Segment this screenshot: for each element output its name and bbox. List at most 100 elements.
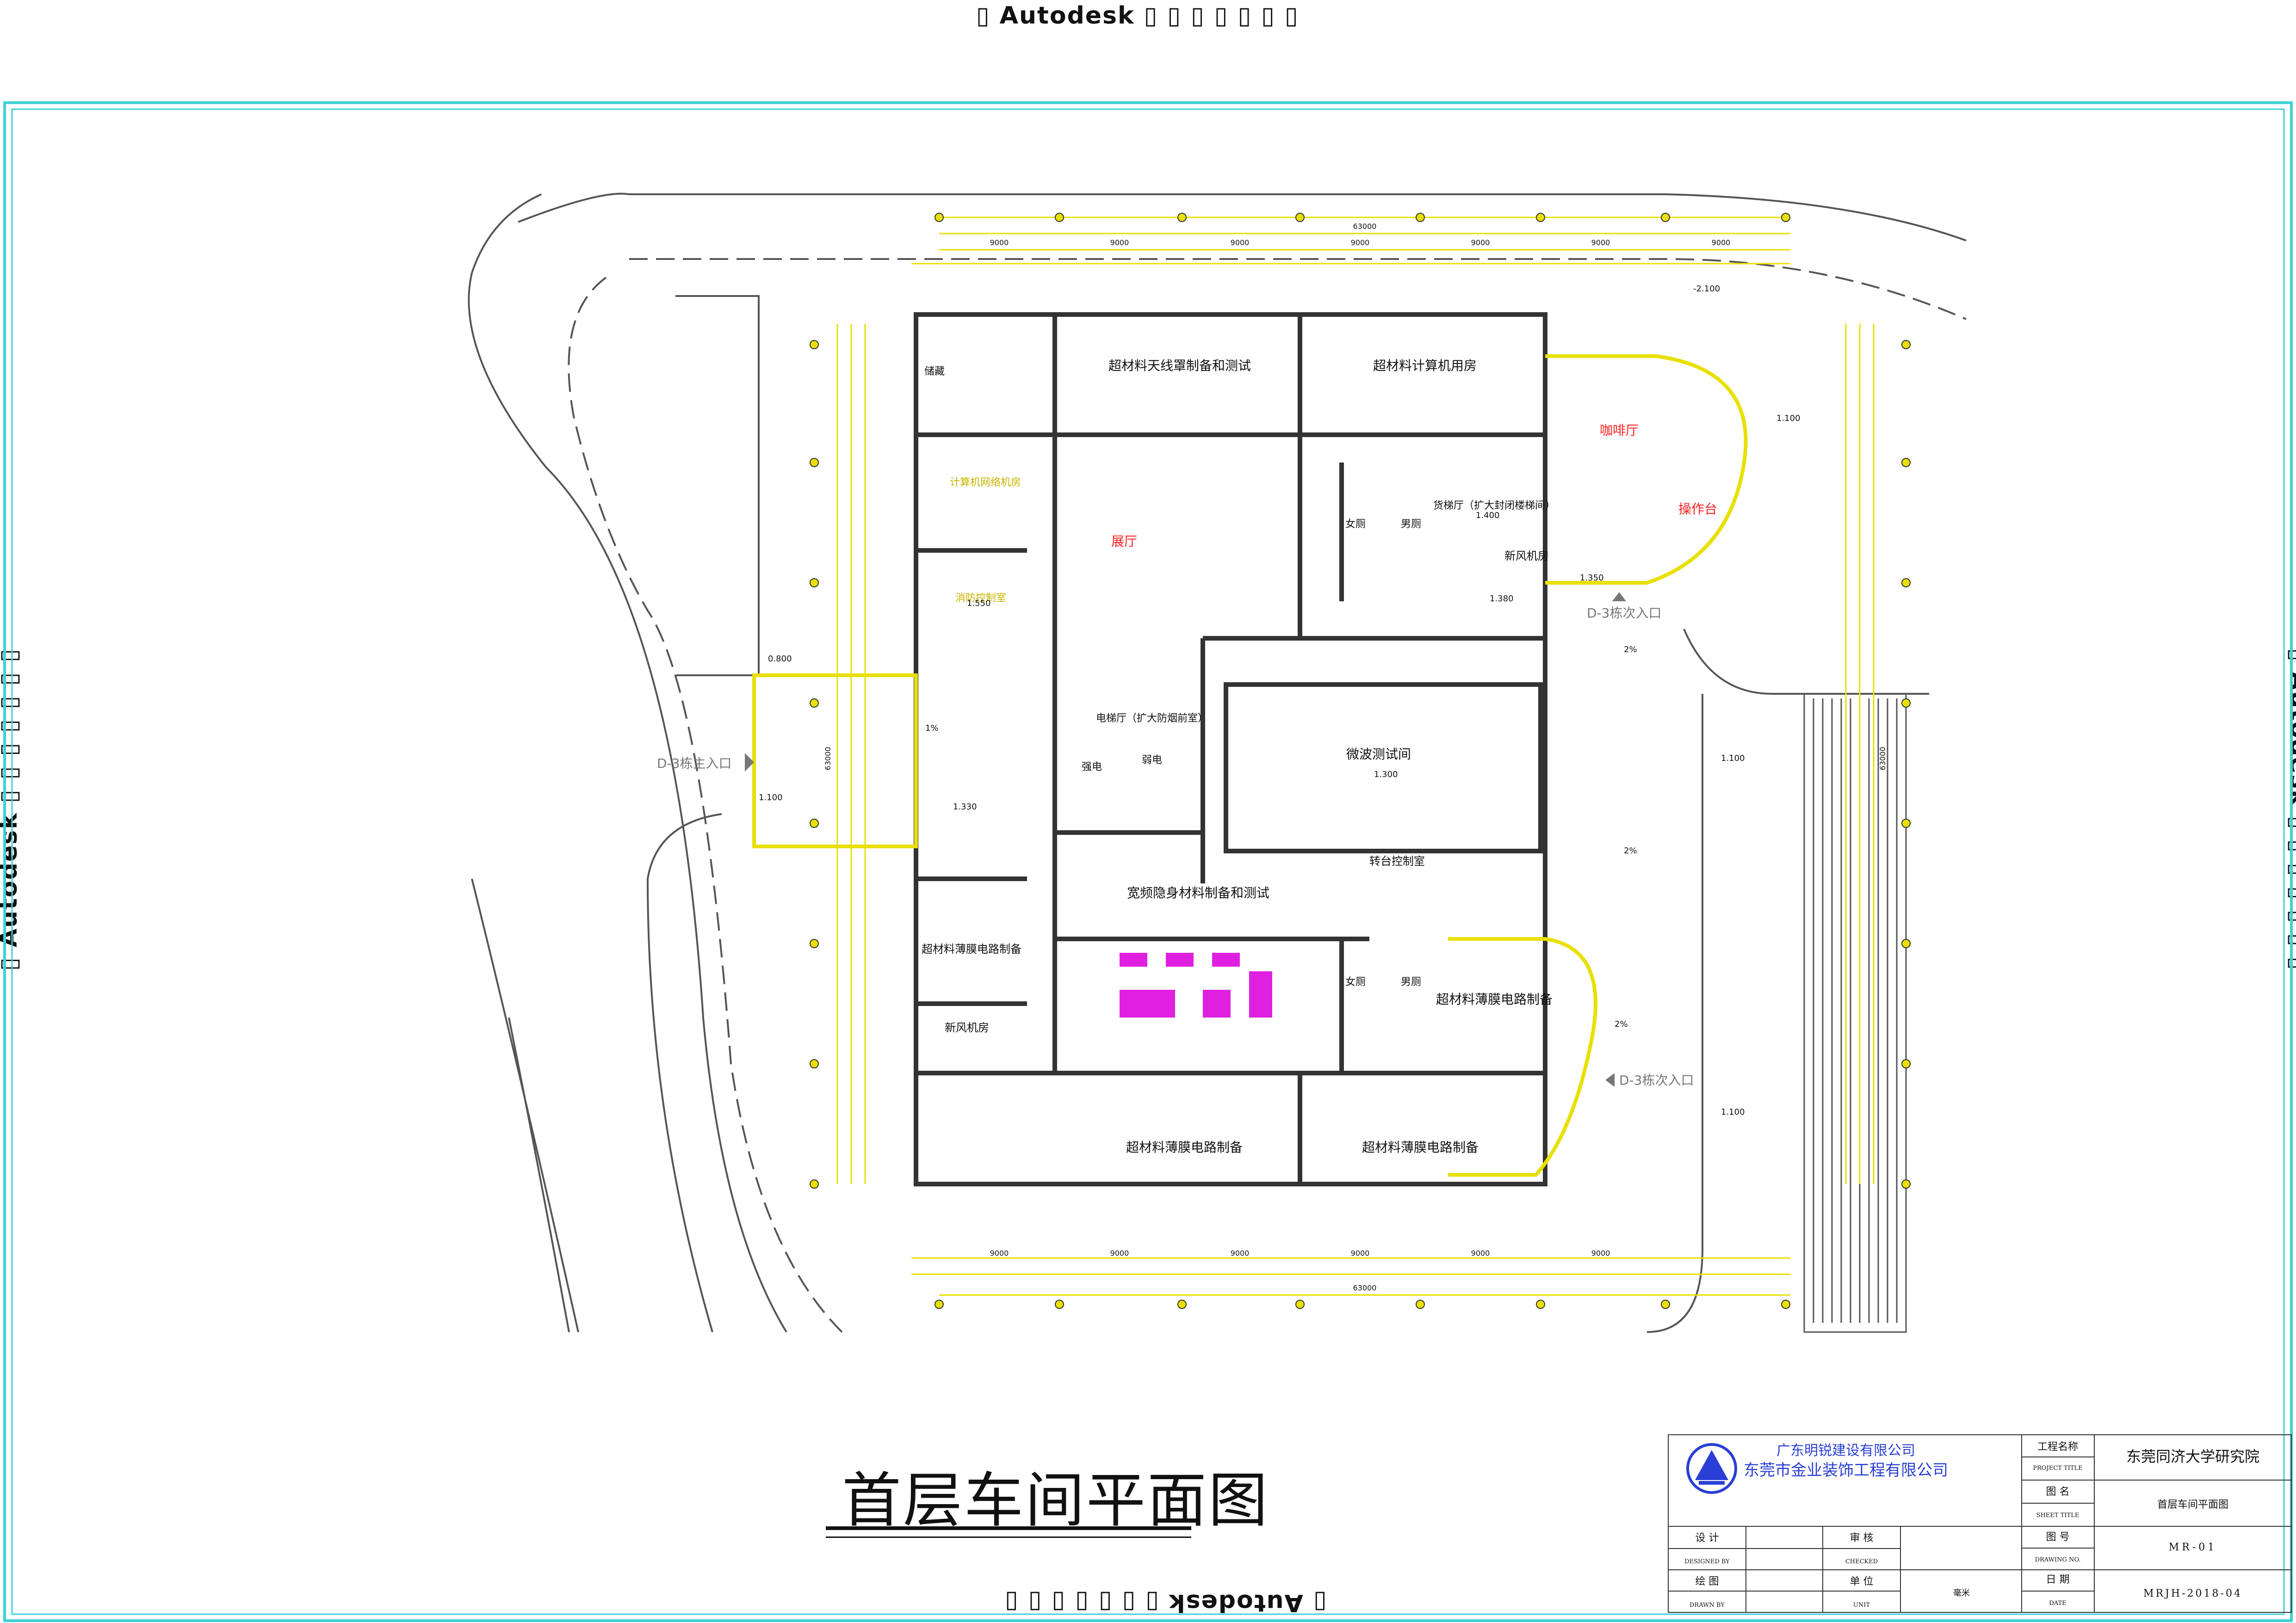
level-2: 1.100 xyxy=(1721,753,1745,763)
level-1: 1.100 xyxy=(1776,413,1801,423)
room-label-r14: 转台控制室 xyxy=(1369,855,1425,868)
drawing-no-en: DRAWING NO. xyxy=(2035,1556,2081,1563)
check-label: 审 核 xyxy=(1850,1532,1874,1544)
dim-bay-bottom-2: 9000 xyxy=(1110,1249,1129,1258)
drawing-name-en: SHEET TITLE xyxy=(2036,1512,2079,1519)
dim-bay-top-1: 9000 xyxy=(990,238,1009,247)
title-block-logo xyxy=(1686,1443,1737,1494)
entrance-main-label: D-3栋主入口 xyxy=(657,756,731,771)
room-label-r13: 新风机房 xyxy=(1504,549,1549,562)
slope-texts: 1% 2% 2% 2% xyxy=(925,645,1637,1029)
check-en: CHECKED xyxy=(1845,1558,1878,1565)
drawing-name-label: 图 名 xyxy=(2046,1486,2070,1498)
room-label-r3: 展厅 xyxy=(1111,534,1137,549)
room-label-r2: 超材料计算机用房 xyxy=(1373,358,1477,373)
company-name-1: 广东明锐建设有限公司 xyxy=(1776,1443,1915,1459)
watermark-top: ▯ Autodesk ▯ ▯ ▯ ▯ ▯ ▯ ▯ xyxy=(976,2,1299,30)
title-block xyxy=(1668,1434,2292,1613)
level-10: 1.330 xyxy=(953,802,977,812)
design-label: 设 计 xyxy=(1696,1532,1719,1544)
dim-bay-top-5: 9000 xyxy=(1471,238,1490,247)
dimension-texts: 63000 9000 9000 9000 9000 9000 9000 9000… xyxy=(823,222,1887,1292)
room-label-r21: 货梯厅（扩大封闭楼梯间） xyxy=(1433,500,1555,512)
room-label-r11: 超材料薄膜电路制备 xyxy=(1436,992,1553,1007)
dim-bay-top-7: 9000 xyxy=(1712,238,1731,247)
dim-total-left: 63000 xyxy=(823,747,832,771)
room-label-r18: 男厕 xyxy=(1401,976,1421,988)
room-label-r25: 弱电 xyxy=(1142,754,1162,766)
room-label-r19: 储藏 xyxy=(924,366,945,377)
date-en: DATE xyxy=(2049,1600,2066,1607)
room-label-r15: 女厕 xyxy=(1345,518,1366,530)
dim-bay-bottom-1: 9000 xyxy=(990,1249,1009,1258)
draw-en: DRAWN BY xyxy=(1690,1602,1725,1609)
dim-bay-bottom-3: 9000 xyxy=(1231,1249,1250,1258)
level-11: 0.800 xyxy=(768,654,792,664)
level-8: 1.300 xyxy=(1374,770,1398,779)
entrance-side1-label: D-3栋次入口 xyxy=(1587,605,1661,621)
dim-total-top: 63000 xyxy=(1353,222,1377,231)
slope-2: 2% xyxy=(1624,645,1637,654)
date-label: 日 期 xyxy=(2046,1574,2070,1586)
level-3: 1.100 xyxy=(759,793,783,802)
room-label-r16: 男厕 xyxy=(1401,518,1421,530)
entrance-side2-arrow xyxy=(1605,1073,1615,1087)
entrance-main-arrow xyxy=(745,753,754,771)
unit-value: 毫米 xyxy=(1953,1588,1970,1598)
room-label-r22: 计算机网络机房 xyxy=(950,477,1021,488)
level-9: 1.550 xyxy=(967,599,991,608)
project-name-en: PROJECT TITLE xyxy=(2033,1465,2082,1472)
room-label-r10: 超材料薄膜电路制备 xyxy=(922,943,1021,956)
level-4: 1.100 xyxy=(1721,1107,1745,1117)
room-label-r1: 超材料天线罩制备和测试 xyxy=(1108,358,1251,373)
project-name-label: 工程名称 xyxy=(2037,1441,2078,1453)
dim-bay-top-2: 9000 xyxy=(1110,238,1129,247)
title-underline-thick xyxy=(826,1526,1191,1530)
dim-bay-bottom-5: 9000 xyxy=(1471,1249,1490,1258)
title-block-texts: 广东明锐建设有限公司 东莞市金业装饰工程有限公司 工程名称 PROJECT TI… xyxy=(1684,1441,2259,1609)
unit-en: UNIT xyxy=(1853,1602,1870,1609)
level-7: 1.400 xyxy=(1476,511,1500,520)
title-underline-thin xyxy=(826,1537,1191,1538)
slope-1: 1% xyxy=(925,723,939,733)
room-label-r4: 咖啡厅 xyxy=(1600,423,1639,438)
room-labels: 超材料天线罩制备和测试 超材料计算机用房 展厅 咖啡厅 操作台 微波测试间 宽频… xyxy=(922,358,1717,1155)
slope-4: 2% xyxy=(1615,1019,1628,1029)
dimension-lines xyxy=(836,216,1875,1296)
equipment-markers xyxy=(1120,953,1272,1018)
project-name-value: 东莞同济大学研究院 xyxy=(2126,1448,2259,1465)
room-label-r5: 操作台 xyxy=(1678,501,1717,517)
drawing-name-value: 首层车间平面图 xyxy=(2157,1499,2228,1511)
room-label-r23: 消防控制室 xyxy=(955,592,1006,604)
dim-total-bottom: 63000 xyxy=(1353,1284,1377,1292)
room-label-r17: 女厕 xyxy=(1345,976,1366,988)
level-6: 1.350 xyxy=(1580,573,1604,583)
yellow-outlines xyxy=(752,354,1748,1177)
room-label-r6: 微波测试间 xyxy=(1346,747,1411,762)
level-5: 1.380 xyxy=(1490,594,1514,604)
entrance-side1-arrow xyxy=(1612,592,1626,601)
dim-bay-top-6: 9000 xyxy=(1591,238,1610,247)
company-logo-icon xyxy=(1686,1443,1737,1494)
dim-total-right: 63000 xyxy=(1878,747,1887,771)
level-12: -2.100 xyxy=(1693,284,1720,294)
site-roads xyxy=(468,192,1967,1333)
room-label-r9: 超材料薄膜电路制备 xyxy=(1362,1140,1479,1155)
room-label-r24: 强电 xyxy=(1082,761,1102,773)
exterior-stairs xyxy=(1803,693,1907,1333)
dim-bay-bottom-6: 9000 xyxy=(1591,1249,1610,1258)
draw-label: 绘 图 xyxy=(1696,1576,1719,1587)
entrance-labels: D-3栋主入口 D-3栋次入口 D-3栋次入口 xyxy=(657,592,1694,1088)
company-name-2: 东莞市金业装饰工程有限公司 xyxy=(1744,1461,1948,1480)
drawing-no-label: 图 号 xyxy=(2046,1531,2070,1543)
entrance-side2-label: D-3栋次入口 xyxy=(1619,1073,1694,1088)
grid-axis-markers xyxy=(810,213,1911,1309)
date-value: MRJH-2018-04 xyxy=(2143,1588,2242,1599)
outer-frame xyxy=(3,101,2293,1622)
dim-bay-bottom-4: 9000 xyxy=(1351,1249,1370,1258)
room-label-r20: 电梯厅（扩大防烟前室） xyxy=(1096,713,1208,724)
inner-frame xyxy=(11,108,2285,1615)
unit-label: 单 位 xyxy=(1850,1576,1874,1587)
room-label-r8: 超材料薄膜电路制备 xyxy=(1126,1140,1243,1155)
